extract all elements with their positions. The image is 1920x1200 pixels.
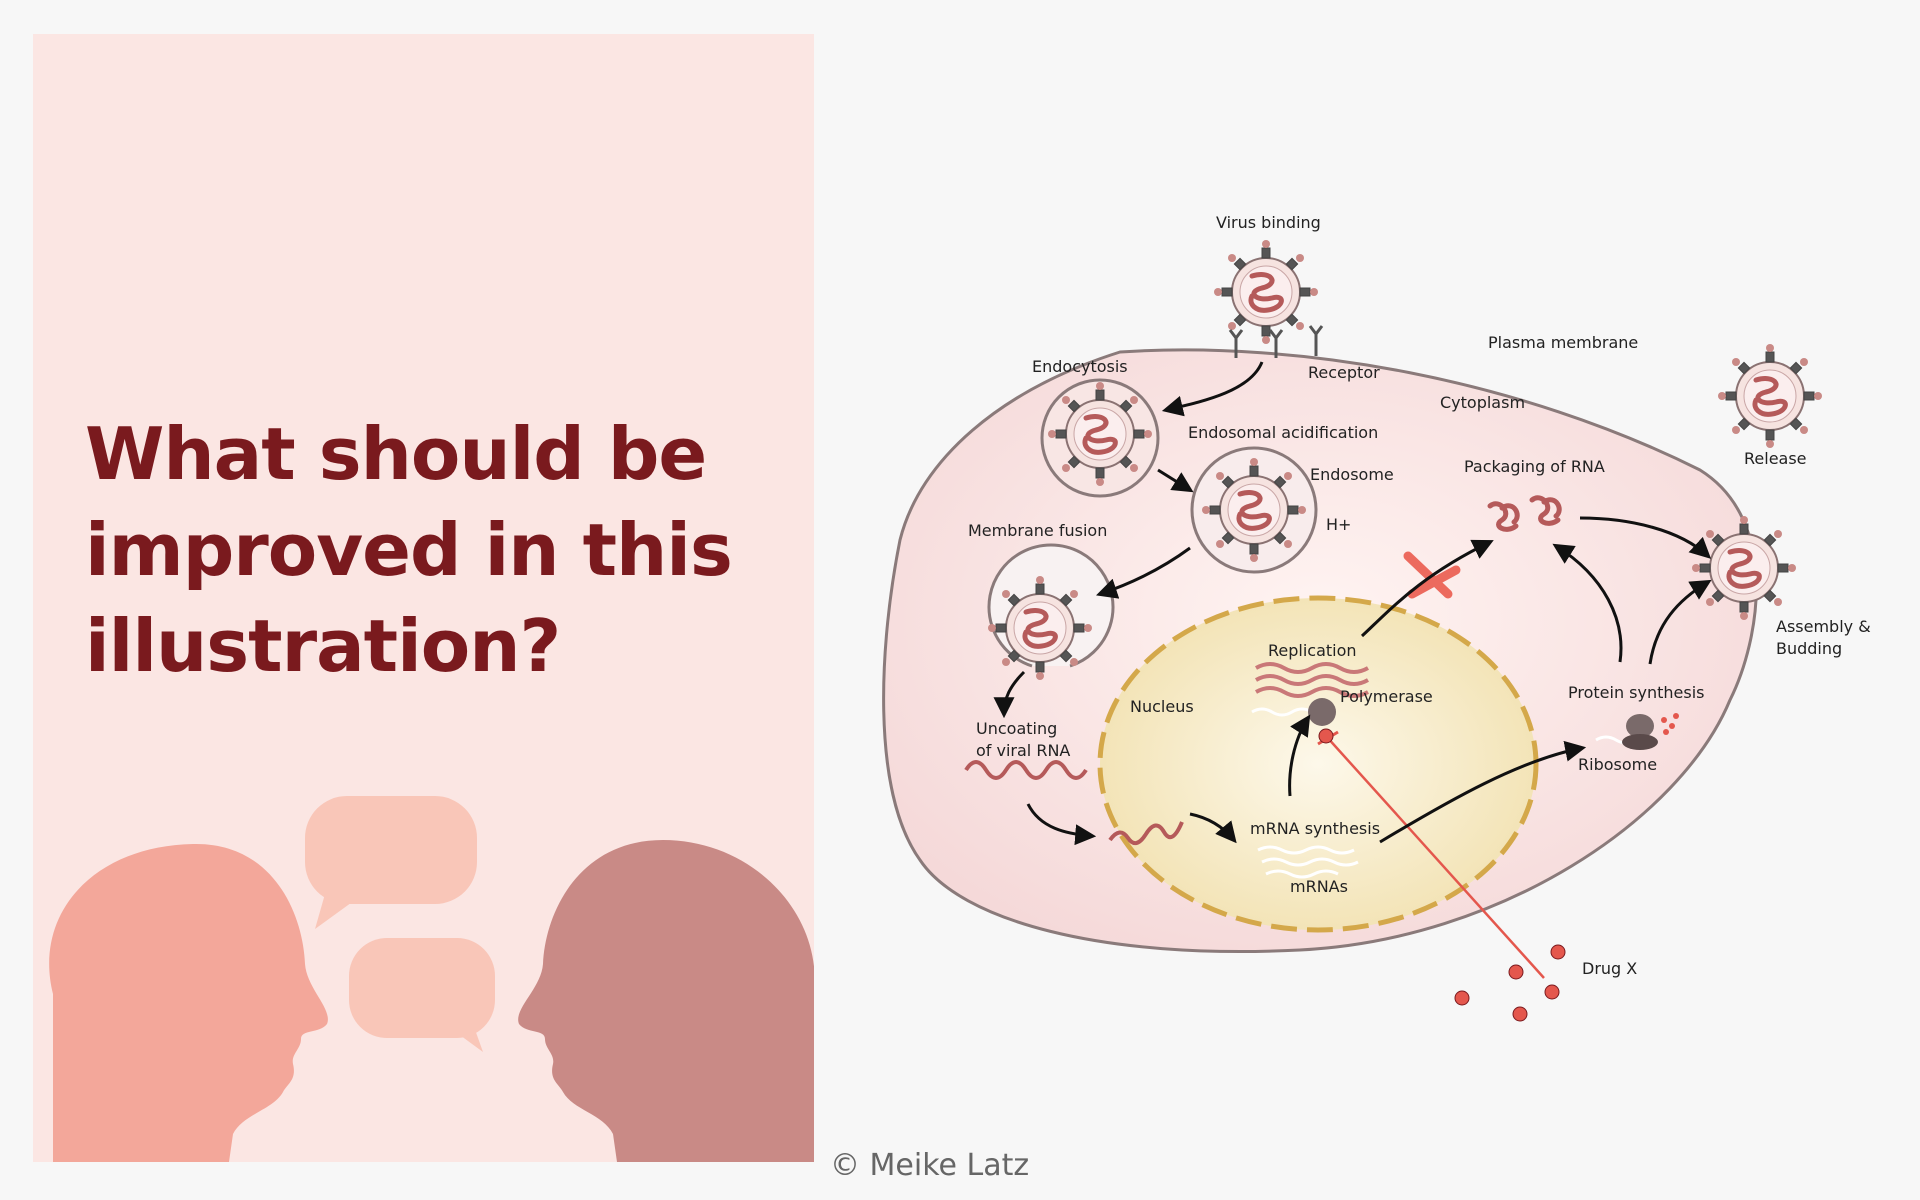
label-virus-binding: Virus binding bbox=[1216, 213, 1321, 232]
people-talking-illustration bbox=[49, 796, 814, 1162]
label-protein-synthesis: Protein synthesis bbox=[1568, 683, 1705, 702]
speech-bubble-icon bbox=[349, 938, 495, 1052]
right-head-silhouette bbox=[518, 840, 814, 1162]
budding-virus-icon bbox=[1692, 516, 1796, 620]
label-replication: Replication bbox=[1268, 641, 1357, 660]
ribosome-icon bbox=[1622, 713, 1679, 750]
label-packaging-of-rna: Packaging of RNA bbox=[1464, 457, 1605, 476]
label-plasma-membrane: Plasma membrane bbox=[1488, 333, 1638, 352]
label-ribosome: Ribosome bbox=[1578, 755, 1657, 774]
membrane-fusion-virus-icon bbox=[988, 576, 1092, 680]
blocked-x-icon bbox=[1403, 551, 1461, 599]
virus-binding-icon bbox=[1214, 240, 1318, 344]
receptor-icon bbox=[1228, 325, 1324, 358]
label-endocytosis: Endocytosis bbox=[1032, 357, 1128, 376]
label-receptor: Receptor bbox=[1308, 363, 1380, 382]
label-mrna-synthesis: mRNA synthesis bbox=[1250, 819, 1380, 838]
label-nucleus: Nucleus bbox=[1130, 697, 1194, 716]
label-of-viral-rna: of viral RNA bbox=[976, 741, 1070, 760]
replication-strands bbox=[1255, 662, 1369, 698]
question-title: What should be improved in this illustra… bbox=[85, 406, 785, 694]
label-membrane-fusion: Membrane fusion bbox=[968, 521, 1107, 540]
endosome-virus-icon bbox=[1202, 458, 1306, 562]
endocytosis-virus-icon bbox=[1048, 382, 1152, 486]
label-h-plus: H+ bbox=[1326, 515, 1351, 534]
question-panel: What should be improved in this illustra… bbox=[33, 34, 814, 1162]
nuclear-rna-strand bbox=[1108, 821, 1184, 846]
drug-x-icon bbox=[1317, 728, 1566, 1022]
left-head-silhouette bbox=[49, 843, 328, 1162]
question-line-2: improved in this bbox=[85, 508, 733, 592]
label-cytoplasm: Cytoplasm bbox=[1440, 393, 1525, 412]
label-release: Release bbox=[1744, 449, 1807, 468]
label-mrnas: mRNAs bbox=[1290, 877, 1348, 896]
label-uncoating: Uncoating bbox=[976, 719, 1057, 738]
label-endosomal-acidification: Endosomal acidification bbox=[1188, 423, 1378, 442]
copyright-credit: © Meike Latz bbox=[830, 1148, 1030, 1183]
label-budding: Budding bbox=[1776, 639, 1842, 658]
uncoating-rna-strand bbox=[964, 760, 1088, 780]
flow-arrows bbox=[993, 361, 1712, 846]
label-endosome: Endosome bbox=[1310, 465, 1394, 484]
label-polymerase: Polymerase bbox=[1340, 687, 1433, 706]
question-line-3: illustration? bbox=[85, 604, 561, 688]
polymerase-icon bbox=[1308, 698, 1336, 726]
speech-bubble-icon bbox=[305, 796, 477, 929]
question-line-1: What should be bbox=[85, 412, 707, 496]
release-virus-icon bbox=[1718, 344, 1822, 448]
label-assembly: Assembly & bbox=[1776, 617, 1871, 636]
label-drug-x: Drug X bbox=[1582, 959, 1637, 978]
